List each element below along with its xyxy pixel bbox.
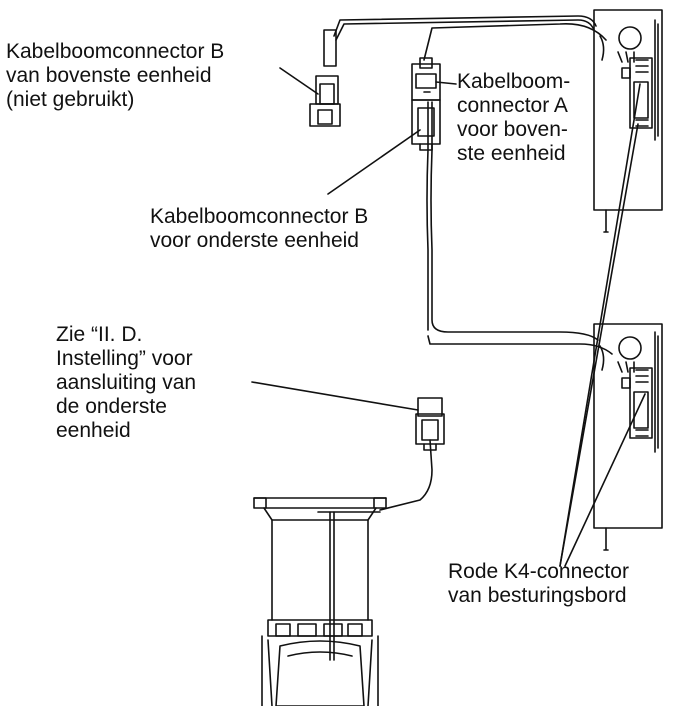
connector-a-upper [411,57,441,101]
label-connector-b-lower: Kabelboomconnector B voor onderste eenhe… [150,205,369,252]
leader-lines [251,67,646,567]
label-connector-b-upper: Kabelboomconnector B van bovenste eenhei… [6,40,225,111]
upper-control-board [593,9,663,233]
connector-lower-setting [415,397,445,451]
connector-b-upper [309,29,341,127]
label-see-setting: Zie “II. D. Instelling” voor aansluiting… [56,323,197,442]
connector-b-lower [411,99,441,151]
label-connector-a-upper: Kabelboom- connector A voor boven- ste e… [457,70,571,165]
lower-control-board [593,323,663,551]
label-red-k4-connector: Rode K4-connector van besturingsbord [448,560,629,607]
dispenser-unit [253,497,387,706]
